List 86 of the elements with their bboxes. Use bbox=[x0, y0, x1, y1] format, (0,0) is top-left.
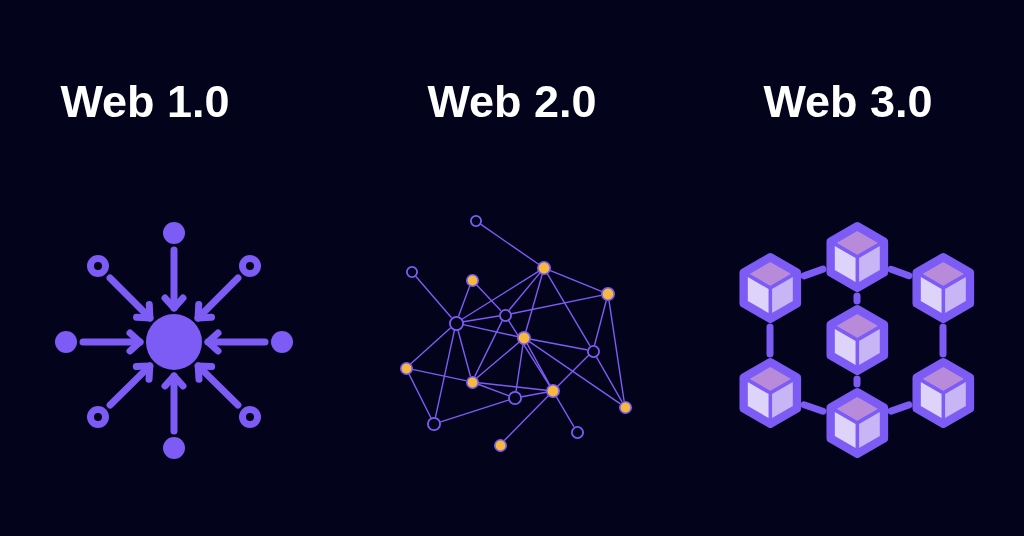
connector-line bbox=[853, 292, 861, 305]
connector-line bbox=[853, 375, 861, 388]
ring-node bbox=[239, 406, 261, 428]
ring-node bbox=[239, 255, 261, 277]
dot-node bbox=[271, 331, 293, 353]
dot-node bbox=[601, 287, 615, 301]
connector-line bbox=[521, 391, 547, 398]
connector-line bbox=[800, 401, 827, 415]
dot-node bbox=[465, 375, 479, 389]
cube-node bbox=[739, 358, 801, 428]
arrow bbox=[204, 329, 269, 355]
connector-line bbox=[439, 399, 510, 423]
ring-node bbox=[448, 315, 464, 331]
dot-node bbox=[546, 384, 560, 398]
connector-line bbox=[595, 355, 623, 403]
cube-node bbox=[826, 222, 888, 292]
connector-line bbox=[457, 285, 471, 317]
dot-node bbox=[618, 400, 632, 414]
arrow bbox=[161, 372, 187, 435]
connector-line bbox=[408, 373, 432, 419]
connector-line bbox=[515, 344, 524, 392]
connector-line bbox=[530, 338, 588, 351]
connector-line bbox=[529, 341, 621, 405]
ring-node bbox=[508, 391, 522, 405]
connector-line bbox=[510, 294, 602, 315]
connector-line bbox=[410, 327, 452, 365]
dot-node bbox=[163, 222, 185, 244]
section-heading: Web 3.0 bbox=[763, 76, 933, 128]
section-heading: Web 2.0 bbox=[427, 76, 597, 128]
connector-line bbox=[477, 382, 547, 391]
ring-node bbox=[586, 344, 600, 358]
connector-line bbox=[462, 315, 500, 323]
connector-line bbox=[415, 275, 452, 318]
connector-line bbox=[593, 300, 607, 346]
connector-line bbox=[549, 269, 603, 293]
ring-node bbox=[570, 425, 584, 439]
cube-node bbox=[826, 305, 888, 375]
ring-node bbox=[406, 266, 418, 278]
dot-node bbox=[465, 273, 479, 287]
connector-line bbox=[557, 354, 590, 387]
arrow bbox=[161, 246, 187, 312]
connector-line bbox=[939, 323, 947, 358]
cube-node bbox=[826, 388, 888, 458]
ring-node bbox=[87, 255, 109, 277]
ring-node bbox=[498, 308, 512, 322]
connector-line bbox=[507, 319, 550, 386]
dot-node bbox=[55, 331, 77, 353]
dot-node bbox=[517, 331, 531, 345]
connector-line bbox=[475, 284, 502, 311]
section-heading: Web 1.0 bbox=[60, 76, 230, 128]
ring-node bbox=[87, 406, 109, 428]
ring-node bbox=[427, 417, 441, 431]
connector-line bbox=[477, 383, 510, 397]
connector-line bbox=[555, 396, 575, 428]
connector-line bbox=[457, 329, 471, 377]
cube-node bbox=[912, 253, 974, 323]
connector-line bbox=[800, 265, 827, 280]
dot-node bbox=[163, 437, 185, 459]
connector-line bbox=[503, 395, 549, 442]
cube-node bbox=[739, 253, 801, 323]
arrow bbox=[194, 362, 242, 409]
connector-line bbox=[526, 343, 551, 386]
dot-node bbox=[493, 438, 507, 452]
connector-line bbox=[461, 271, 539, 320]
hub-node bbox=[146, 314, 202, 370]
connector-line bbox=[411, 368, 467, 382]
arrow bbox=[194, 274, 242, 322]
connector-line bbox=[766, 323, 774, 358]
dot-node bbox=[537, 261, 551, 275]
connector-line bbox=[546, 273, 591, 347]
connector-line bbox=[887, 265, 913, 280]
connector-line bbox=[434, 329, 456, 418]
connector-line bbox=[887, 401, 913, 415]
connector-line bbox=[474, 320, 503, 377]
cube-node bbox=[912, 358, 974, 428]
connector-line bbox=[480, 223, 539, 265]
arrow bbox=[79, 329, 144, 355]
arrow bbox=[106, 362, 154, 409]
connector-line bbox=[462, 323, 518, 338]
connector-line bbox=[508, 272, 541, 311]
ring-node bbox=[470, 215, 482, 227]
arrow bbox=[106, 274, 154, 322]
connector-line bbox=[608, 300, 625, 402]
connector-line bbox=[476, 341, 520, 379]
dot-node bbox=[399, 361, 413, 375]
connector-line bbox=[525, 274, 543, 332]
